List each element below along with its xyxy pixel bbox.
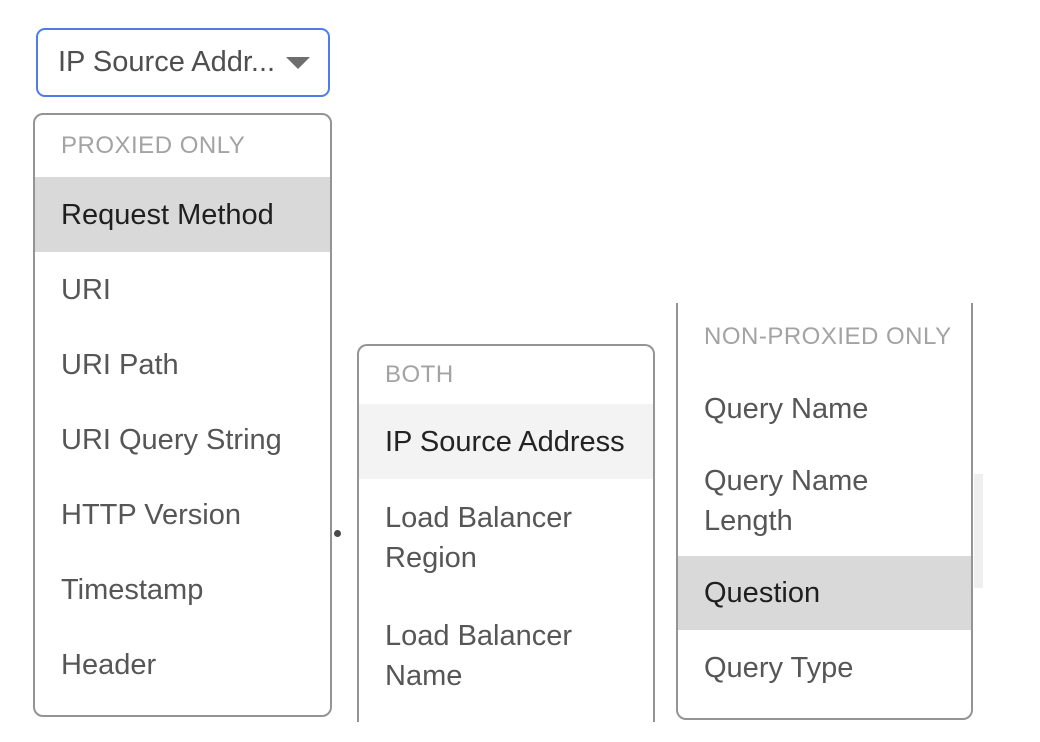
menu-panel-non-proxied-only: NON-PROXIED ONLY Query Name Query Name L…: [676, 303, 973, 720]
menu-item-label: Load Balancer: [385, 502, 573, 534]
menu-item-uri-path[interactable]: URI Path: [35, 327, 330, 402]
menu-group-header: BOTH: [385, 361, 454, 388]
menu-item-ip-source-address[interactable]: IP Source Address: [359, 404, 653, 479]
menu-item-query-name[interactable]: Query Name: [678, 371, 971, 446]
menu-panel-both: BOTH IP Source Address Load Balancer Reg…: [357, 344, 655, 722]
menu-item-load-balancer-name[interactable]: Load Balancer Name: [359, 597, 653, 715]
stray-dot: [334, 530, 341, 537]
menu-item-uri-query-string[interactable]: URI Query String: [35, 402, 330, 477]
menu-item-label: Query Type: [704, 651, 854, 684]
menu-item-label: Question: [704, 577, 821, 609]
menu-panel-proxied-only: PROXIED ONLY Request Method URI URI Path…: [33, 113, 332, 717]
menu-item-query-type[interactable]: Query Type: [678, 630, 971, 705]
menu-item-label: Load Balancer: [385, 620, 573, 652]
menu-item-label: URI Path: [61, 348, 179, 381]
menu-item-timestamp[interactable]: Timestamp: [35, 552, 330, 627]
menu-item-question[interactable]: Question: [678, 556, 971, 630]
menu-item-load-balancer-region[interactable]: Load Balancer Region: [359, 479, 653, 597]
menu-item-label: Query Name: [704, 465, 869, 497]
menu-item-label: Request Method: [61, 198, 274, 231]
caret-down-icon: [286, 56, 310, 69]
menu-item-label: Query Name: [704, 392, 869, 425]
menu-item-http-version[interactable]: HTTP Version: [35, 477, 330, 552]
menu-item-label: Header: [61, 648, 157, 681]
menu-item-label: URI: [61, 273, 111, 306]
field-select-value: IP Source Addr...: [58, 46, 276, 78]
menu-group-header: PROXIED ONLY: [61, 132, 246, 159]
menu-item-label: Timestamp: [61, 573, 204, 606]
menu-item-uri[interactable]: URI: [35, 252, 330, 327]
menu-item-label: URI Query String: [61, 423, 282, 456]
menu-item-request-method[interactable]: Request Method: [35, 177, 330, 252]
menu-group-header: NON-PROXIED ONLY: [704, 323, 952, 350]
scrollbar-thumb[interactable]: [974, 474, 983, 588]
menu-item-label: Length: [704, 505, 793, 537]
menu-item-label: HTTP Version: [61, 498, 241, 531]
menu-item-query-name-length[interactable]: Query Name Length: [678, 446, 971, 556]
menu-item-label: Name: [385, 660, 463, 692]
field-select-trigger[interactable]: IP Source Addr...: [36, 28, 330, 97]
menu-item-label: IP Source Address: [385, 425, 625, 458]
menu-item-header[interactable]: Header: [35, 627, 330, 702]
menu-item-label: Region: [385, 542, 477, 574]
